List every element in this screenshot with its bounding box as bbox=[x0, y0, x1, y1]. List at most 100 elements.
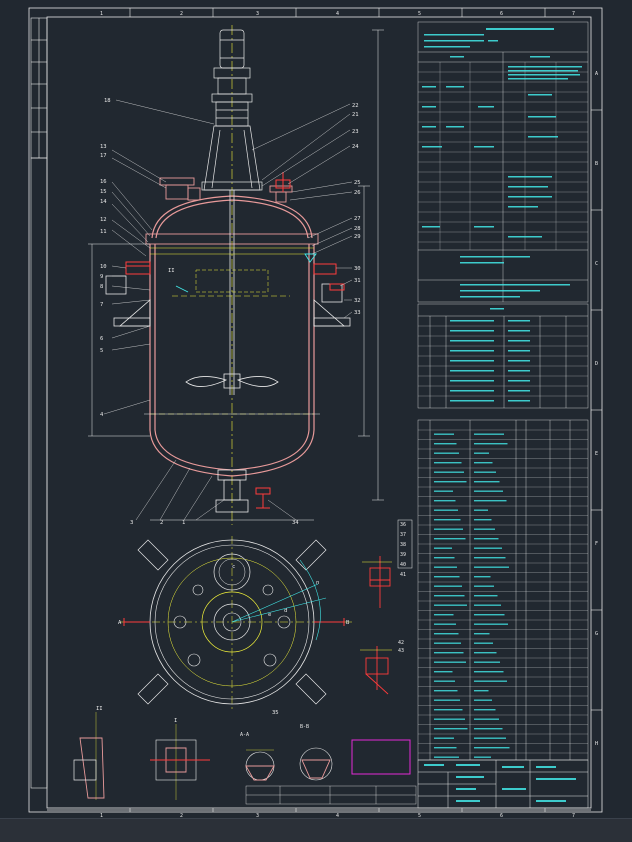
svg-text:1: 1 bbox=[100, 813, 103, 819]
svg-text:2: 2 bbox=[180, 813, 183, 819]
left-title-strip bbox=[30, 17, 48, 789]
section-view-II[interactable]: II bbox=[73, 706, 105, 800]
bom-text-stroke bbox=[474, 462, 493, 464]
reactor-elevation-view[interactable] bbox=[88, 25, 384, 525]
plan-side-nozzles[interactable] bbox=[123, 618, 345, 626]
bom-text-stroke bbox=[434, 728, 468, 730]
side-nozzles-red[interactable] bbox=[125, 261, 345, 291]
bom-text-stroke bbox=[434, 538, 466, 540]
bom-text-stroke bbox=[474, 576, 491, 578]
parts-list-rows bbox=[418, 429, 588, 754]
bom-text-stroke bbox=[474, 718, 499, 720]
red-top-nozzle bbox=[275, 172, 291, 192]
svg-text:30: 30 bbox=[354, 266, 361, 272]
bom-text-stroke bbox=[474, 633, 490, 635]
svg-text:F: F bbox=[595, 541, 598, 547]
section-view-AA[interactable]: A-A bbox=[240, 732, 275, 781]
plan-labels: A B n d e c 35 II I bbox=[118, 268, 350, 724]
plan-center-nozzle[interactable] bbox=[213, 603, 251, 641]
detail-view-dims bbox=[360, 561, 392, 651]
svg-text:7: 7 bbox=[572, 813, 575, 819]
plan-flange-inner bbox=[154, 544, 310, 700]
nozzle-schedule-table[interactable] bbox=[417, 303, 589, 409]
bom-text-stroke bbox=[434, 604, 467, 606]
svg-text:6: 6 bbox=[100, 336, 103, 342]
bom-text-stroke bbox=[474, 557, 506, 559]
leader-lines-left bbox=[103, 99, 225, 521]
svg-text:5: 5 bbox=[418, 813, 421, 819]
svg-text:16: 16 bbox=[100, 179, 107, 185]
technical-data-table[interactable] bbox=[417, 21, 589, 303]
bom-text-stroke bbox=[434, 433, 454, 435]
svg-text:37: 37 bbox=[400, 532, 406, 538]
bom-text-stroke bbox=[474, 614, 505, 616]
agitator[interactable] bbox=[185, 190, 279, 395]
bom-text-stroke bbox=[474, 747, 510, 749]
bom-text-stroke bbox=[434, 614, 454, 616]
bom-text-stroke bbox=[474, 547, 502, 549]
vessel-top-head[interactable] bbox=[145, 195, 319, 245]
support-lugs[interactable] bbox=[105, 275, 351, 327]
bom-text-stroke bbox=[434, 519, 461, 521]
bom-text-stroke bbox=[474, 509, 488, 511]
svg-text:5: 5 bbox=[100, 348, 103, 354]
svg-text:17: 17 bbox=[100, 153, 107, 159]
bom-text-stroke bbox=[474, 652, 497, 654]
svg-text:B: B bbox=[346, 620, 350, 626]
section-view-I[interactable] bbox=[150, 724, 210, 800]
svg-text:32: 32 bbox=[354, 298, 361, 304]
bom-text-stroke bbox=[474, 737, 506, 739]
nozzle-detail-views[interactable] bbox=[365, 556, 391, 695]
svg-text:26: 26 bbox=[354, 190, 361, 196]
title-block[interactable] bbox=[417, 759, 589, 809]
svg-text:D: D bbox=[595, 361, 598, 367]
bottom-outlet-valve[interactable] bbox=[215, 469, 249, 513]
bom-text-stroke bbox=[434, 557, 455, 559]
svg-text:A-A: A-A bbox=[240, 732, 249, 738]
bom-text-stroke bbox=[474, 500, 507, 502]
bom-text-stroke bbox=[434, 699, 460, 701]
svg-text:27: 27 bbox=[354, 216, 361, 222]
plan-nozzle-circles[interactable] bbox=[173, 584, 291, 667]
top-nozzles[interactable] bbox=[159, 177, 293, 203]
bom-text-stroke bbox=[474, 452, 489, 454]
svg-text:4: 4 bbox=[336, 11, 339, 17]
svg-text:A: A bbox=[118, 620, 122, 626]
bom-text-stroke bbox=[474, 699, 492, 701]
svg-text:28: 28 bbox=[354, 226, 361, 232]
svg-text:21: 21 bbox=[352, 112, 359, 118]
section-view-BB[interactable]: B-B bbox=[299, 724, 333, 781]
svg-text:n: n bbox=[316, 580, 319, 586]
bom-text-stroke bbox=[434, 652, 464, 654]
bottom-notes-strip bbox=[245, 785, 417, 805]
bom-text-stroke bbox=[434, 566, 457, 568]
svg-text:25: 25 bbox=[354, 180, 361, 186]
svg-text:12: 12 bbox=[100, 217, 107, 223]
svg-text:41: 41 bbox=[400, 572, 406, 578]
vessel-shell[interactable] bbox=[149, 244, 315, 430]
svg-text:3: 3 bbox=[256, 813, 259, 819]
svg-text:11: 11 bbox=[100, 229, 107, 235]
svg-text:39: 39 bbox=[400, 552, 406, 558]
svg-text:2: 2 bbox=[160, 520, 163, 526]
bom-text-stroke bbox=[434, 547, 452, 549]
magenta-note-box[interactable] bbox=[351, 739, 411, 775]
bom-text-stroke bbox=[434, 443, 457, 445]
bom-text-stroke bbox=[434, 528, 463, 530]
svg-text:4: 4 bbox=[336, 813, 339, 819]
bom-text-stroke bbox=[474, 709, 496, 711]
reactor-plan-view[interactable]: A B n d e c 35 II I bbox=[118, 268, 352, 724]
bom-text-stroke bbox=[474, 604, 501, 606]
bom-text-stroke bbox=[434, 623, 456, 625]
svg-text:6: 6 bbox=[500, 11, 503, 17]
svg-text:e: e bbox=[268, 612, 271, 618]
border-zone-letters: 1 2 3 4 5 6 7 1 2 3 4 5 6 7 A B C D E F … bbox=[100, 11, 598, 819]
bom-text-stroke bbox=[474, 443, 508, 445]
parts-list-table[interactable] bbox=[417, 419, 589, 761]
bom-text-stroke bbox=[474, 519, 492, 521]
nozzle-schedule-text bbox=[450, 308, 530, 402]
plan-manhole[interactable] bbox=[213, 553, 251, 591]
bom-text-stroke bbox=[474, 566, 509, 568]
bom-text-stroke bbox=[434, 671, 453, 673]
